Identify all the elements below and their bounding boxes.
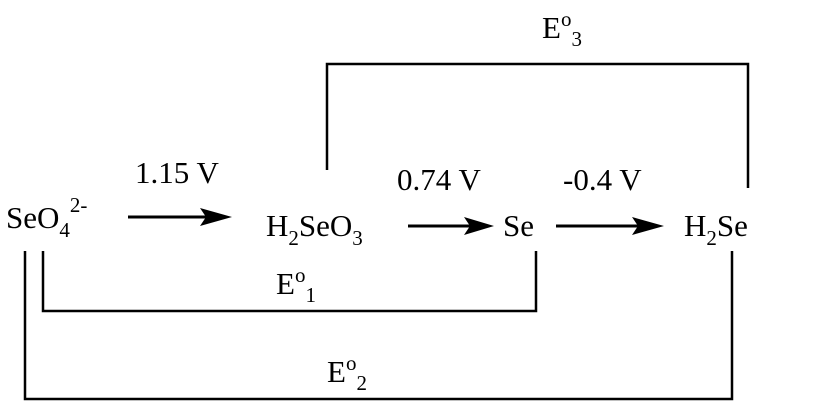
potential-label-2: 0.74 V bbox=[397, 162, 481, 197]
potential-label-1: 1.15 V bbox=[135, 155, 219, 190]
arrow-2 bbox=[408, 217, 494, 235]
species-selenous-acid: H2SeO3 bbox=[266, 208, 363, 250]
species-hydrogen-selenide: H2Se bbox=[684, 208, 748, 250]
arrow-3 bbox=[556, 217, 664, 235]
bracket-e1 bbox=[41, 251, 538, 313]
bracket-e2 bbox=[23, 251, 734, 401]
potential-label-3: -0.4 V bbox=[563, 162, 642, 197]
species-selenate: SeO42- bbox=[6, 193, 87, 242]
e-label-1: Eo1 bbox=[276, 263, 316, 307]
species-selenium: Se bbox=[503, 208, 534, 243]
e-label-2: Eo2 bbox=[327, 351, 367, 395]
e-label-3: Eo3 bbox=[542, 7, 582, 51]
arrow-1 bbox=[128, 208, 232, 226]
bracket-e3 bbox=[325, 62, 750, 188]
